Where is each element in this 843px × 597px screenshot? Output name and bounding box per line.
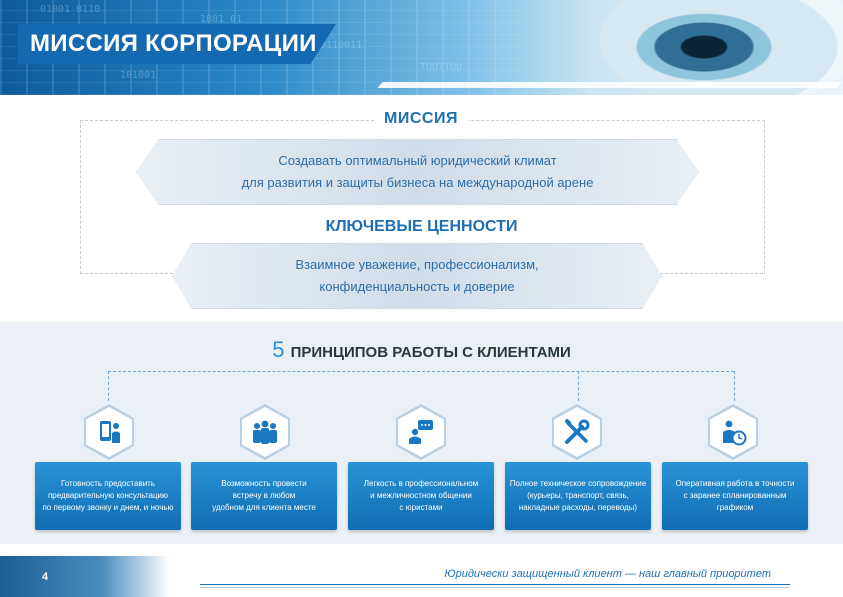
card-5-line-1: Оперативная работа в точности bbox=[675, 479, 795, 488]
mission-banner: Создавать оптимальный юридический климат… bbox=[136, 139, 699, 205]
principle-card-3: Легкость в профессиональном и межличност… bbox=[348, 462, 494, 530]
footer-slogan: Юридически защищенный клиент — наш главн… bbox=[444, 568, 771, 580]
principle-card-4: Полное техническое сопровождение (курьер… bbox=[505, 462, 651, 530]
hex-1 bbox=[84, 404, 134, 460]
connector-drop-5 bbox=[734, 371, 735, 401]
footer: 4 Юридически защищенный клиент — наш гла… bbox=[0, 556, 843, 597]
card-3-line-2: и межличностном общении bbox=[370, 491, 472, 500]
connector-drop-4 bbox=[578, 371, 579, 401]
hex-3 bbox=[396, 404, 446, 460]
card-1-line-3: по первому звонку и днем, и ночью bbox=[42, 503, 174, 512]
card-2-line-2: встречу в любом bbox=[232, 491, 296, 500]
principle-card-2: Возможность провести встречу в любом удо… bbox=[191, 462, 337, 530]
values-line-1: Взаимное уважение, профессионализм, bbox=[295, 257, 539, 272]
connector-line bbox=[108, 371, 734, 372]
card-4-line-1: Полное техническое сопровождение bbox=[509, 479, 647, 488]
page-title: МИССИЯ КОРПОРАЦИИ bbox=[30, 30, 317, 57]
values-banner: Взаимное уважение, профессионализм, конф… bbox=[172, 243, 662, 309]
principles-number: 5 bbox=[272, 337, 285, 362]
footer-rule bbox=[200, 584, 790, 585]
phone-person-icon bbox=[86, 407, 132, 457]
principle-card-1: Готовность предоставить предварительную … bbox=[35, 462, 181, 530]
title-box bbox=[18, 24, 336, 64]
chat-person-icon bbox=[398, 407, 444, 457]
card-5-line-3: графиком bbox=[716, 503, 754, 512]
card-4-line-3: накладные расходы, переводы) bbox=[518, 503, 638, 512]
connector-drop-1 bbox=[108, 371, 109, 401]
card-3-line-1: Легкость в профессиональном bbox=[363, 479, 479, 488]
card-2-line-1: Возможность провести bbox=[221, 479, 307, 488]
eye-image bbox=[600, 0, 843, 95]
clock-person-icon bbox=[710, 407, 756, 457]
card-2-line-3: удобном для клиента месте bbox=[212, 503, 316, 512]
footer-graphic bbox=[0, 556, 170, 597]
mission-line-2: для развития и защиты бизнеса на междуна… bbox=[241, 175, 594, 190]
tools-icon bbox=[554, 407, 600, 457]
principles-title-text: ПРИНЦИПОВ РАБОТЫ С КЛИЕНТАМИ bbox=[290, 344, 571, 361]
mission-label: МИССИЯ bbox=[374, 110, 468, 128]
card-3-line-3: с юристами bbox=[399, 503, 443, 512]
principles-title: 5 ПРИНЦИПОВ РАБОТЫ С КЛИЕНТАМИ bbox=[0, 337, 843, 363]
hex-2 bbox=[240, 404, 290, 460]
card-4-line-2: (курьеры, транспорт, связь, bbox=[527, 491, 629, 500]
page-number: 4 bbox=[42, 571, 49, 583]
card-1-line-1: Готовность предоставить bbox=[60, 479, 155, 488]
footer-rule-2 bbox=[200, 587, 790, 588]
principle-card-5: Оперативная работа в точности с заранее … bbox=[662, 462, 808, 530]
values-line-2: конфиденциальность и доверие bbox=[319, 279, 515, 294]
values-label: КЛЮЧЕВЫЕ ЦЕННОСТИ bbox=[325, 218, 518, 235]
card-1-line-2: предварительную консультацию bbox=[47, 491, 169, 500]
header-stripe bbox=[377, 82, 843, 88]
card-5-line-2: с заранее спланированным bbox=[683, 491, 787, 500]
mission-line-1: Создавать оптимальный юридический климат bbox=[278, 153, 557, 168]
people-group-icon bbox=[242, 407, 288, 457]
